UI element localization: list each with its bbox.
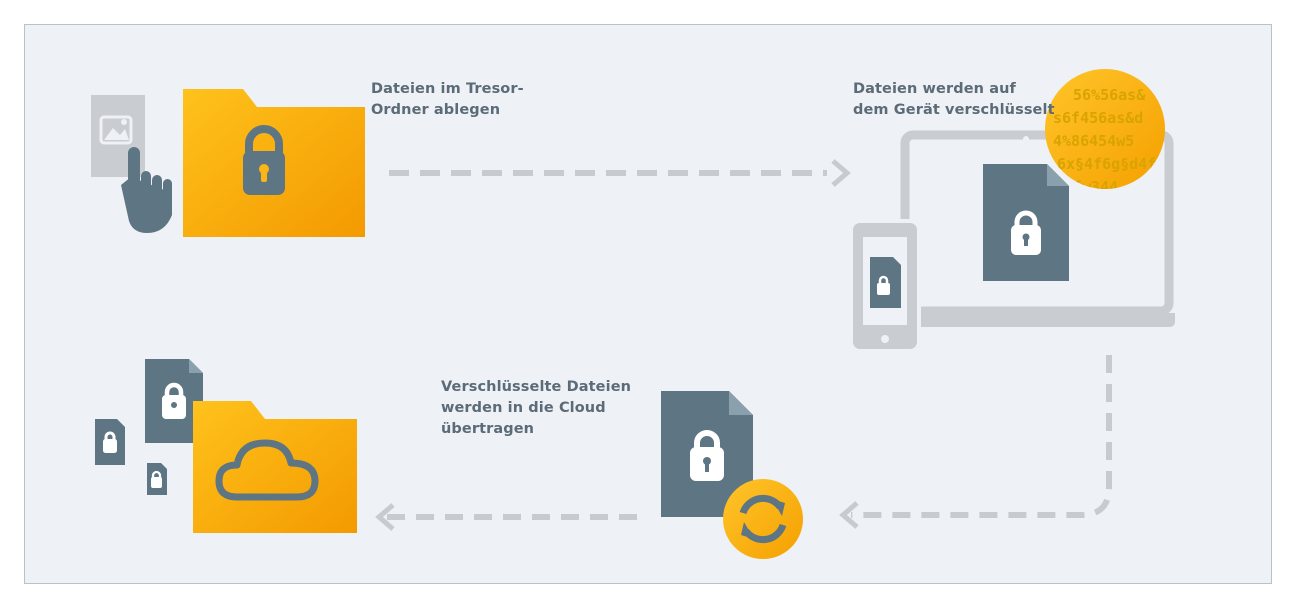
phone-icon xyxy=(849,219,921,353)
document-lock-icon xyxy=(147,463,167,495)
cipher-circle: 56%56as& s6f456as&d 4%86454w5 6x§4f6g§d4… xyxy=(1045,69,1165,196)
document-lock-icon xyxy=(145,359,203,443)
cipher-line: 56%56as& xyxy=(1073,86,1146,104)
cipher-line: 4%86454w5 xyxy=(1053,132,1134,150)
folder-cloud-icon xyxy=(193,401,357,533)
cipher-line: s6f456as&d xyxy=(1053,109,1143,127)
document-lock-icon xyxy=(95,419,125,465)
diagram-frame: 56%56as& s6f456as&d 4%86454w5 6x§4f6g§d4… xyxy=(24,24,1272,584)
document-lock-icon xyxy=(983,164,1069,281)
step-label-store: Dateien im Tresor- Ordner ablegen xyxy=(371,81,524,118)
sync-icon xyxy=(723,479,803,559)
arrow-to-upload xyxy=(839,355,1112,529)
arrow-to-cloud xyxy=(375,503,637,531)
hand-pointer-icon xyxy=(121,147,172,233)
laptop-icon xyxy=(900,130,1175,327)
arrow-to-device xyxy=(389,159,851,187)
folder-lock-icon xyxy=(183,89,365,237)
cipher-line: fw344 xyxy=(1073,178,1118,196)
cipher-line: 6x§4f6g§d4f xyxy=(1057,155,1156,173)
document-lock-icon xyxy=(661,391,753,517)
diagram-artwork: 56%56as& s6f456as&d 4%86454w5 6x§4f6g§d4… xyxy=(91,69,1175,559)
step-label-upload: Verschlüsselte Dateien werden in die Clo… xyxy=(441,379,632,437)
step-label-encrypt: Dateien werden auf dem Gerät verschlüsse… xyxy=(853,81,1055,118)
image-file-icon xyxy=(91,95,145,177)
